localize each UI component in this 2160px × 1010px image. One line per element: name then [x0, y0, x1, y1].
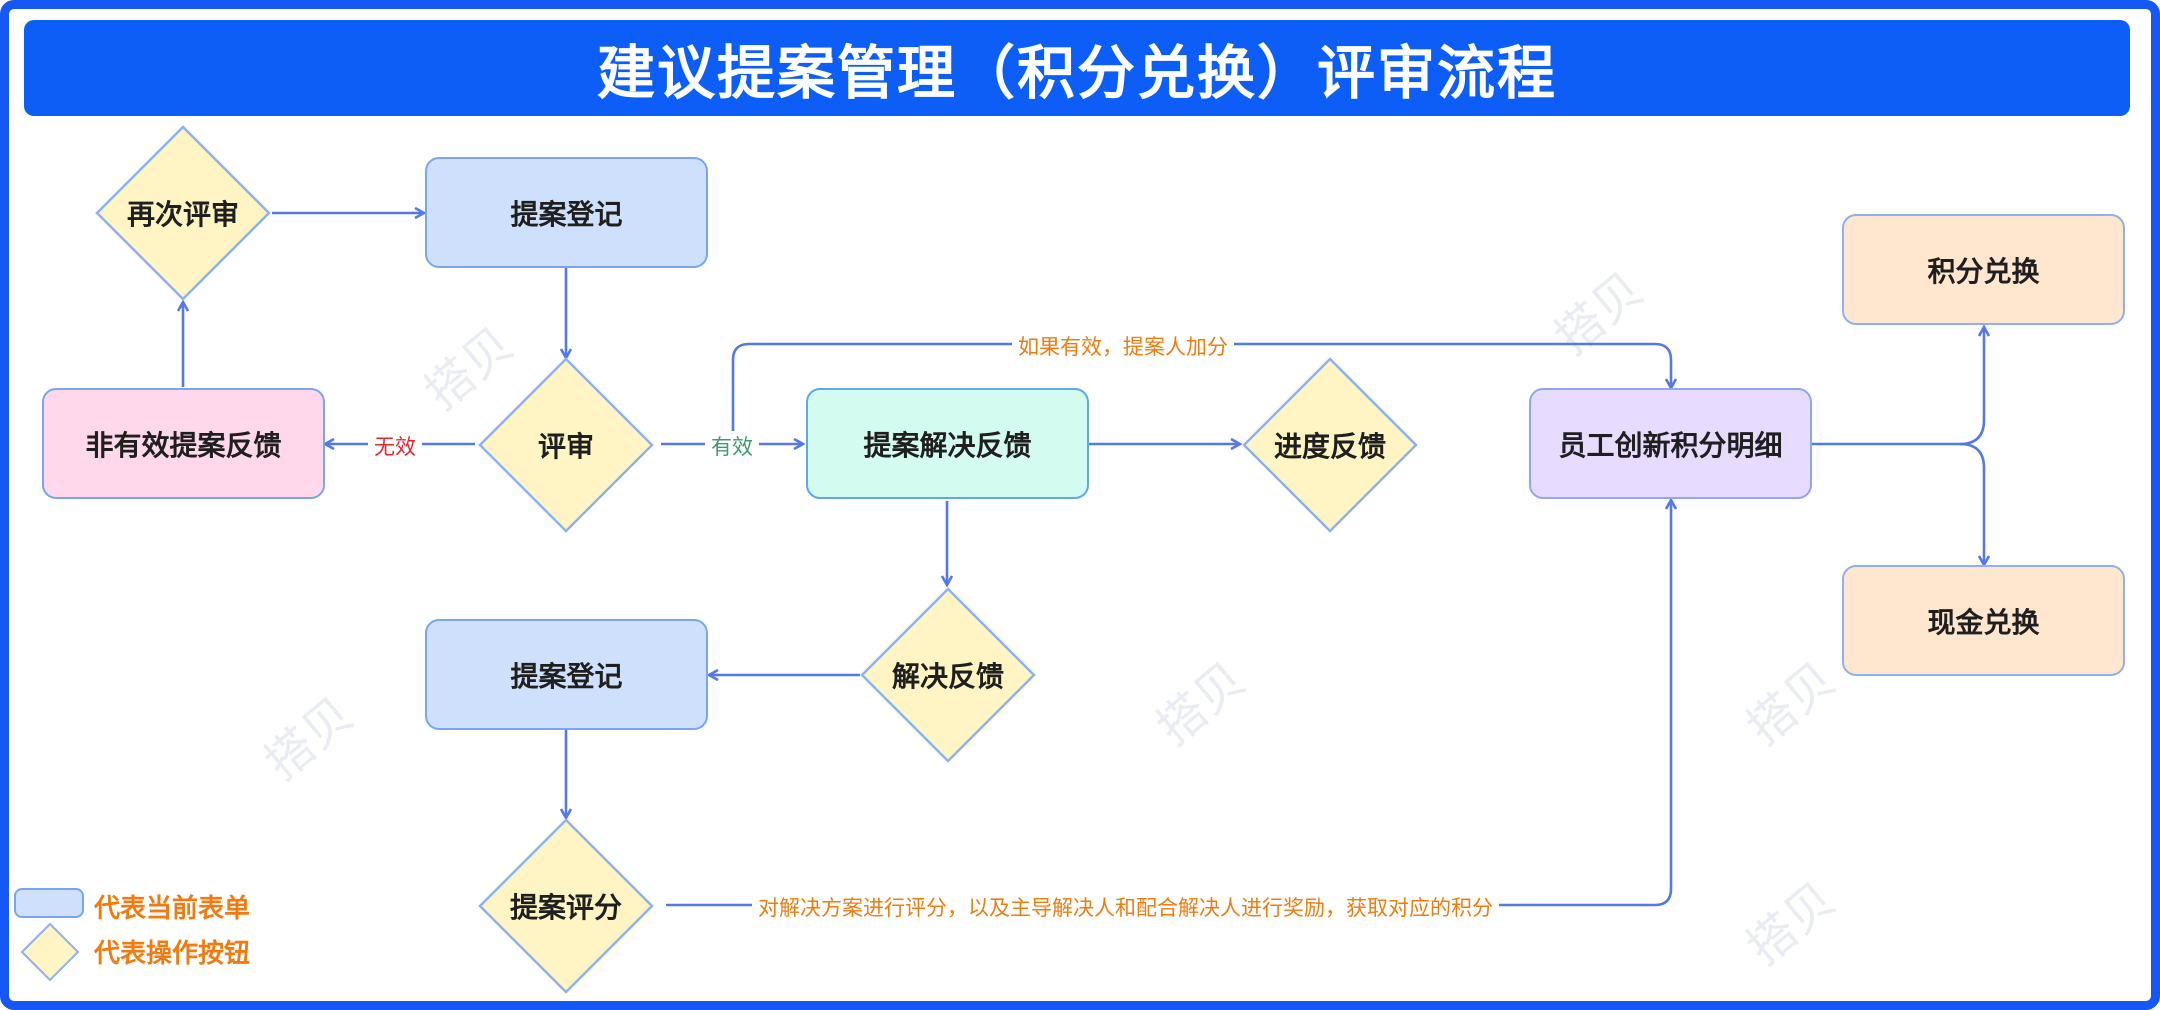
node-proposal-scoring-label: 提案评分	[509, 891, 622, 924]
node-invalid-feedback[interactable]: 非有效提案反馈	[42, 388, 325, 499]
legend-button-label: 代表操作按钮	[94, 939, 251, 969]
node-register-bottom[interactable]: 提案登记	[425, 619, 708, 730]
node-points-exchange[interactable]: 积分兑换	[1842, 214, 2125, 325]
node-solution-feedback[interactable]: 解决反馈	[860, 587, 1036, 763]
edge-points-to-cash	[1959, 442, 1984, 565]
node-progress-feedback[interactable]: 进度反馈	[1242, 357, 1418, 533]
node-proposal-scoring[interactable]: 提案评分	[478, 818, 654, 994]
edge-label-scoring: 对解决方案进行评分，以及主导解决人和配合解决人进行奖励，获取对应的积分	[752, 892, 1499, 922]
page-title: 建议提案管理（积分兑换）评审流程	[24, 20, 2130, 116]
edge-label-bonus: 如果有效，提案人加分	[1012, 331, 1234, 361]
node-review[interactable]: 评审	[478, 357, 654, 533]
node-employee-points[interactable]: 员工创新积分明细	[1529, 388, 1812, 499]
legend-button-swatch	[20, 922, 80, 982]
legend-form-swatch	[14, 888, 84, 918]
node-register-top[interactable]: 提案登记	[425, 157, 708, 268]
node-solution-feedback-label: 解决反馈	[891, 660, 1004, 693]
edge-scoring-to-points	[666, 500, 1671, 907]
edge-label-valid: 有效	[705, 431, 759, 461]
node-review-label: 评审	[537, 430, 594, 463]
node-resolve-feedback-form[interactable]: 提案解决反馈	[806, 388, 1089, 499]
node-cash-exchange[interactable]: 现金兑换	[1842, 565, 2125, 676]
node-re-review-label: 再次评审	[126, 198, 239, 231]
node-re-review[interactable]: 再次评审	[95, 125, 271, 301]
edge-points-to-exchange	[1812, 327, 1984, 446]
edge-label-invalid: 无效	[368, 431, 422, 461]
legend-form-label: 代表当前表单	[94, 894, 251, 924]
node-progress-feedback-label: 进度反馈	[1273, 430, 1386, 463]
